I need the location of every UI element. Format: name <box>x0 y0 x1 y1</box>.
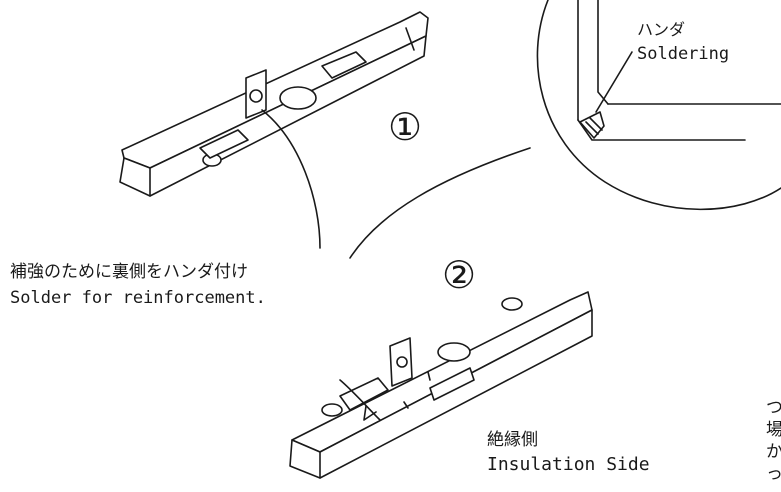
cutoff-text-line-3: か <box>766 442 781 462</box>
part-one-large-hole <box>279 86 317 110</box>
reinforce-leader-a <box>261 109 321 249</box>
reinforce-label-en: Solder for reinforcement. <box>10 288 266 308</box>
soldering-leader-line <box>595 51 633 113</box>
part-one-tab-hole <box>249 89 263 103</box>
part-one-top-face <box>121 11 429 169</box>
step-two-marker: ② <box>442 253 477 297</box>
part-two-tab-hole <box>396 356 408 368</box>
solder-hatching <box>585 117 603 135</box>
bracket-part-one <box>119 11 531 259</box>
cutoff-text-line-4: っ <box>766 464 781 484</box>
reinforce-leader-b <box>349 147 531 259</box>
solder-fillet <box>579 111 605 139</box>
soldering-label-jp: ハンダ <box>637 20 686 39</box>
bracket-part-two <box>289 291 593 479</box>
part-one-end-tab <box>405 27 415 51</box>
reinforce-label-jp: 補強のために裏側をハンダ付け <box>10 262 248 282</box>
magnifier-circle-outline <box>536 0 781 211</box>
part-two-slot <box>429 367 475 401</box>
detail-vertical-plate-inner <box>597 0 609 105</box>
part-one-side-face <box>119 35 427 197</box>
soldering-label-en: Soldering <box>637 44 730 64</box>
part-two-window <box>339 377 389 411</box>
part-two-large-hole <box>437 342 471 362</box>
reinforce-leader-c <box>339 379 381 421</box>
part-two-end-hole <box>321 403 343 417</box>
part-one-window-b <box>199 129 249 159</box>
detail-horizontal-plate-outer <box>577 119 746 141</box>
part-two-top-face <box>291 291 593 453</box>
step-one-marker: ① <box>388 105 423 149</box>
part-two-small-hole <box>501 297 523 311</box>
detail-magnifier <box>536 0 781 211</box>
cutoff-text-line-1: つ <box>766 398 781 418</box>
part-two-tabs-detail <box>363 371 431 421</box>
cutoff-text-line-2: 場 <box>766 420 781 440</box>
insulation-label-jp: 絶縁側 <box>487 430 538 450</box>
part-one-window-a <box>321 51 367 79</box>
insulation-label-en: Insulation Side <box>487 454 650 475</box>
